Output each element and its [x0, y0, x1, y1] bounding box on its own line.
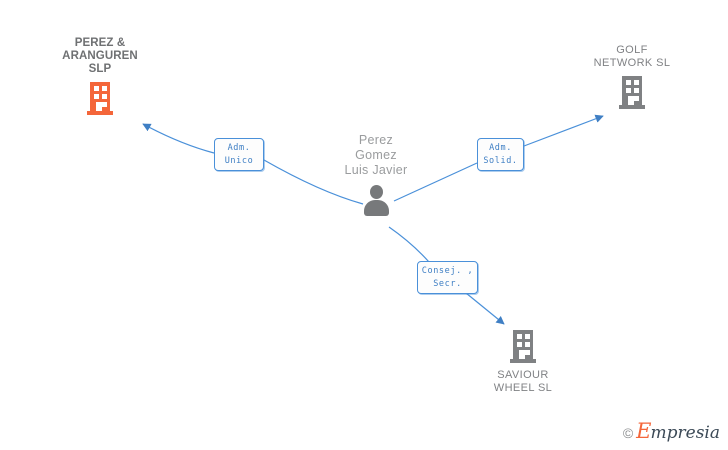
relation-label-adm-solid: Adm. Solid. [483, 142, 518, 166]
building-icon [87, 82, 113, 115]
company-node-saviour-wheel-sl[interactable]: SAVIOUR WHEEL SL [448, 330, 598, 395]
person-label: Perez Gomez Luis Javier [344, 133, 408, 177]
building-icon [510, 330, 536, 363]
edge-consej-secr-to-saviour-wheel [465, 292, 505, 325]
edge-person-to-adm-unico [263, 159, 364, 205]
relation-box-consej-secr[interactable]: Consej. , Secr. [417, 261, 478, 294]
edge-adm-solid-to-golf-network [523, 114, 604, 147]
person-icon [361, 185, 391, 216]
company-label-golf-network-sl: GOLF NETWORK SL [593, 44, 671, 69]
watermark: © E mpresia [623, 421, 720, 442]
relation-label-consej-secr: Consej. , Secr. [421, 265, 474, 289]
relation-box-adm-unico[interactable]: Adm. Unico [214, 138, 264, 171]
person-node[interactable]: Perez Gomez Luis Javier [301, 133, 451, 216]
company-label-perez-aranguren-slp: PEREZ & ARANGUREN SLP [62, 37, 138, 75]
edge-adm-unico-to-perez-aranguren [142, 123, 215, 154]
copyright-icon: © [622, 425, 634, 441]
company-label-saviour-wheel-sl: SAVIOUR WHEEL SL [493, 369, 553, 394]
company-node-perez-aranguren-slp[interactable]: PEREZ & ARANGUREN SLP [25, 37, 175, 115]
relation-box-adm-solid[interactable]: Adm. Solid. [477, 138, 524, 171]
brand-initial: E [636, 419, 652, 443]
brand-name: mpresia [650, 423, 721, 443]
edge-person-to-consej-secr [388, 226, 430, 263]
building-icon [619, 76, 645, 109]
edge-person-to-adm-solid [393, 162, 478, 202]
relation-label-adm-unico: Adm. Unico [224, 142, 254, 166]
company-node-golf-network-sl[interactable]: GOLF NETWORK SL [557, 44, 707, 109]
